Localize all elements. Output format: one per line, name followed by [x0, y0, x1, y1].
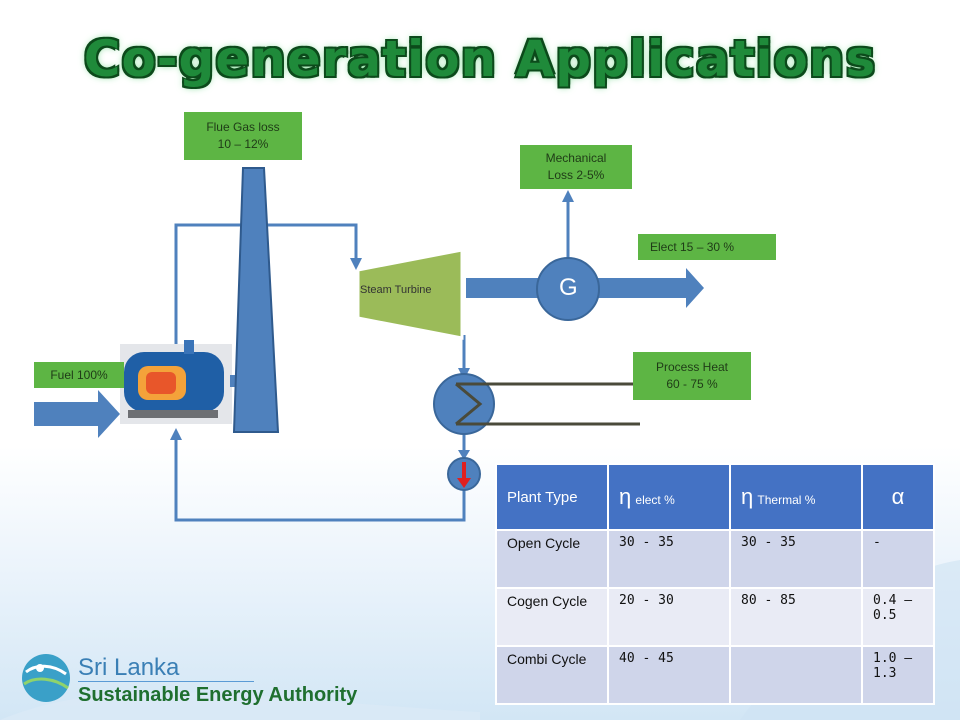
logo-divider — [78, 681, 254, 682]
process-heat-box: Process Heat 60 - 75 % — [633, 352, 751, 400]
steam-turbine-label: Steam Turbine — [360, 284, 432, 296]
generator-label: G — [559, 274, 578, 301]
slide-title: Co-generation Applications — [83, 30, 877, 88]
table-row: Combi Cycle 40 - 45 1.0 – 1.3 — [495, 645, 935, 705]
fuel-box: Fuel 100% — [34, 362, 124, 388]
fuel-line1: Fuel 100% — [50, 367, 108, 382]
logo-organization: Sustainable Energy Authority — [78, 684, 358, 706]
fuel-arrow — [34, 390, 120, 438]
table-row: Open Cycle 30 - 35 30 - 35 - — [495, 529, 935, 589]
mechanical-line2: Loss 2-5% — [547, 168, 605, 182]
efficiency-table: Plant Type η elect % η Thermal % α Open … — [495, 463, 935, 705]
process-heat-line2: 60 - 75 % — [666, 377, 718, 391]
mechanical-loss-box: Mechanical Loss 2-5% — [520, 145, 632, 189]
heat-exchanger — [433, 373, 495, 435]
header-eta-elect: η elect % — [607, 463, 731, 531]
elect-line1: Elect 15 – 30 % — [650, 239, 735, 254]
process-heat-line1: Process Heat — [655, 360, 729, 374]
table-header-row: Plant Type η elect % η Thermal % α — [495, 463, 935, 531]
logo-country: Sri Lanka — [78, 654, 180, 681]
return-pipe — [174, 438, 466, 522]
generator — [536, 257, 600, 321]
steam-turbine — [356, 248, 464, 340]
header-eta-thermal: η Thermal % — [729, 463, 863, 531]
header-alpha: α — [861, 463, 935, 531]
header-plant-type: Plant Type — [495, 463, 609, 531]
flue-gas-line2: 10 – 12% — [217, 137, 269, 151]
table-row: Cogen Cycle 20 - 30 80 - 85 0.4 – 0.5 — [495, 587, 935, 647]
flue-gas-line1: Flue Gas loss — [206, 120, 280, 134]
mechanical-line1: Mechanical — [545, 151, 607, 165]
boiler-icon — [120, 340, 232, 424]
elect-box: Elect 15 – 30 % — [638, 234, 776, 260]
chimney — [232, 167, 280, 433]
flue-gas-loss-box: Flue Gas loss 10 – 12% — [184, 112, 302, 160]
logo-icon — [22, 654, 70, 702]
